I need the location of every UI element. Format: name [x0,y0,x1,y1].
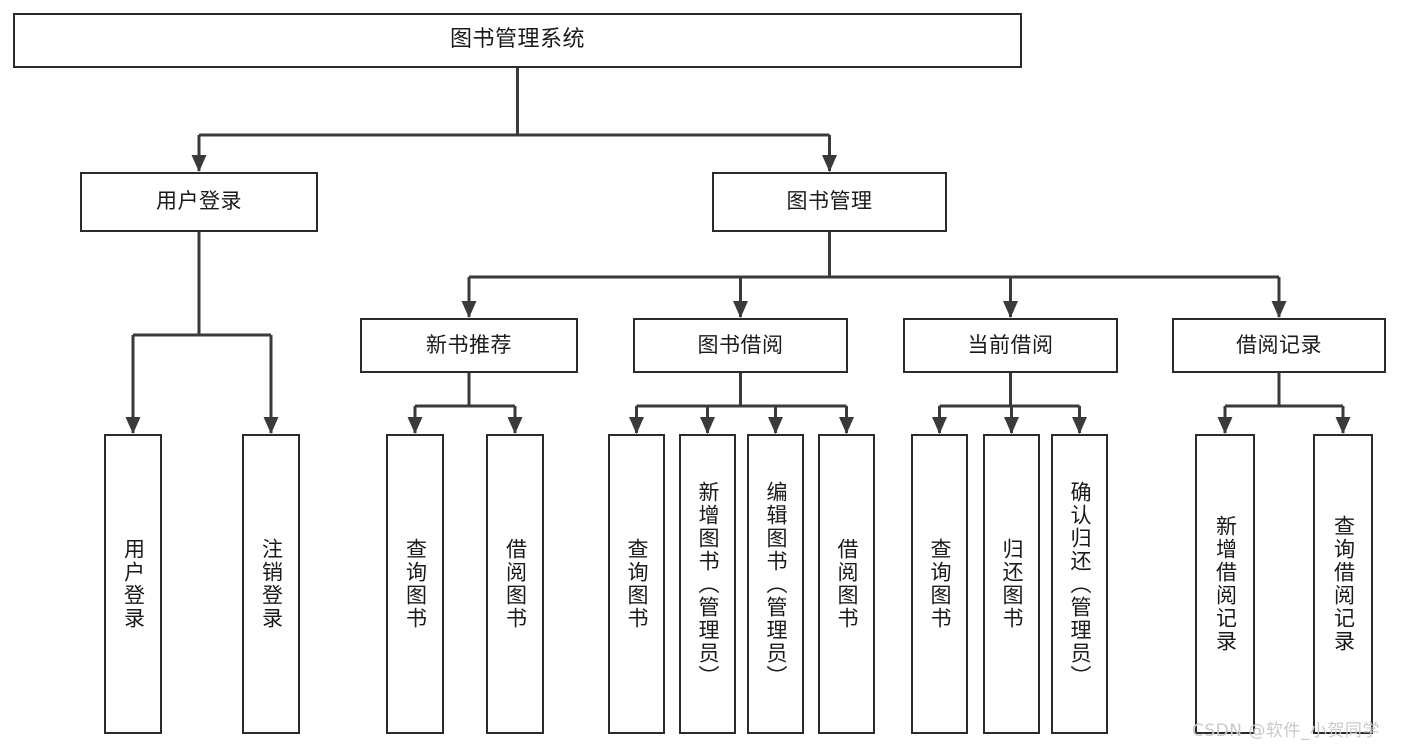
node-label: 新增图书（管理员） [696,480,720,688]
node-leaf-nb-query: 查询图书 [386,434,444,734]
node-label: 查询图书 [625,538,649,630]
node-label: 当前借阅 [967,332,1054,357]
node-leaf-nb-borrow: 借阅图书 [486,434,544,734]
node-label: 归还图书 [1000,538,1024,630]
node-label: 图书管理系统 [449,27,585,53]
node-user-login: 用户登录 [80,172,318,232]
node-root: 图书管理系统 [13,13,1022,68]
node-leaf-cb-confirm: 确认归还（管理员） [1051,434,1108,734]
node-label: 查询图书 [403,538,428,630]
node-label: 借阅图书 [503,538,528,630]
node-leaf-user-logout: 注销登录 [242,434,300,734]
node-label: 新增借阅记录 [1213,515,1238,653]
node-leaf-cb-return: 归还图书 [983,434,1040,734]
node-borrow-record: 借阅记录 [1172,318,1386,373]
node-new-book-rec: 新书推荐 [360,318,578,373]
node-leaf-bb-borrow: 借阅图书 [818,434,875,734]
node-label: 编辑图书（管理员） [764,480,788,688]
node-label: 确认归还（管理员） [1068,480,1092,688]
node-leaf-bb-edit: 编辑图书（管理员） [747,434,804,734]
node-label: 图书借阅 [697,332,784,357]
node-label: 查询借阅记录 [1331,515,1356,653]
node-label: 注销登录 [259,538,284,630]
node-leaf-user-login: 用户登录 [104,434,162,734]
node-leaf-cb-query: 查询图书 [911,434,968,734]
node-label: 新书推荐 [426,332,512,357]
watermark: CSDN @软件_小贺同学 [1192,721,1380,741]
node-leaf-bb-add: 新增图书（管理员） [679,434,736,734]
node-leaf-br-query: 查询借阅记录 [1313,434,1373,734]
node-book-mgmt: 图书管理 [712,172,947,232]
node-book-borrow: 图书借阅 [633,318,848,373]
node-current-borrow: 当前借阅 [903,318,1118,373]
node-leaf-br-add: 新增借阅记录 [1195,434,1255,734]
node-label: 用户登录 [156,189,242,214]
node-leaf-bb-query: 查询图书 [608,434,665,734]
node-label: 查询图书 [928,538,952,630]
node-label: 用户登录 [121,538,146,630]
node-label: 借阅图书 [835,538,859,630]
node-label: 借阅记录 [1236,332,1322,357]
node-label: 图书管理 [786,189,873,214]
